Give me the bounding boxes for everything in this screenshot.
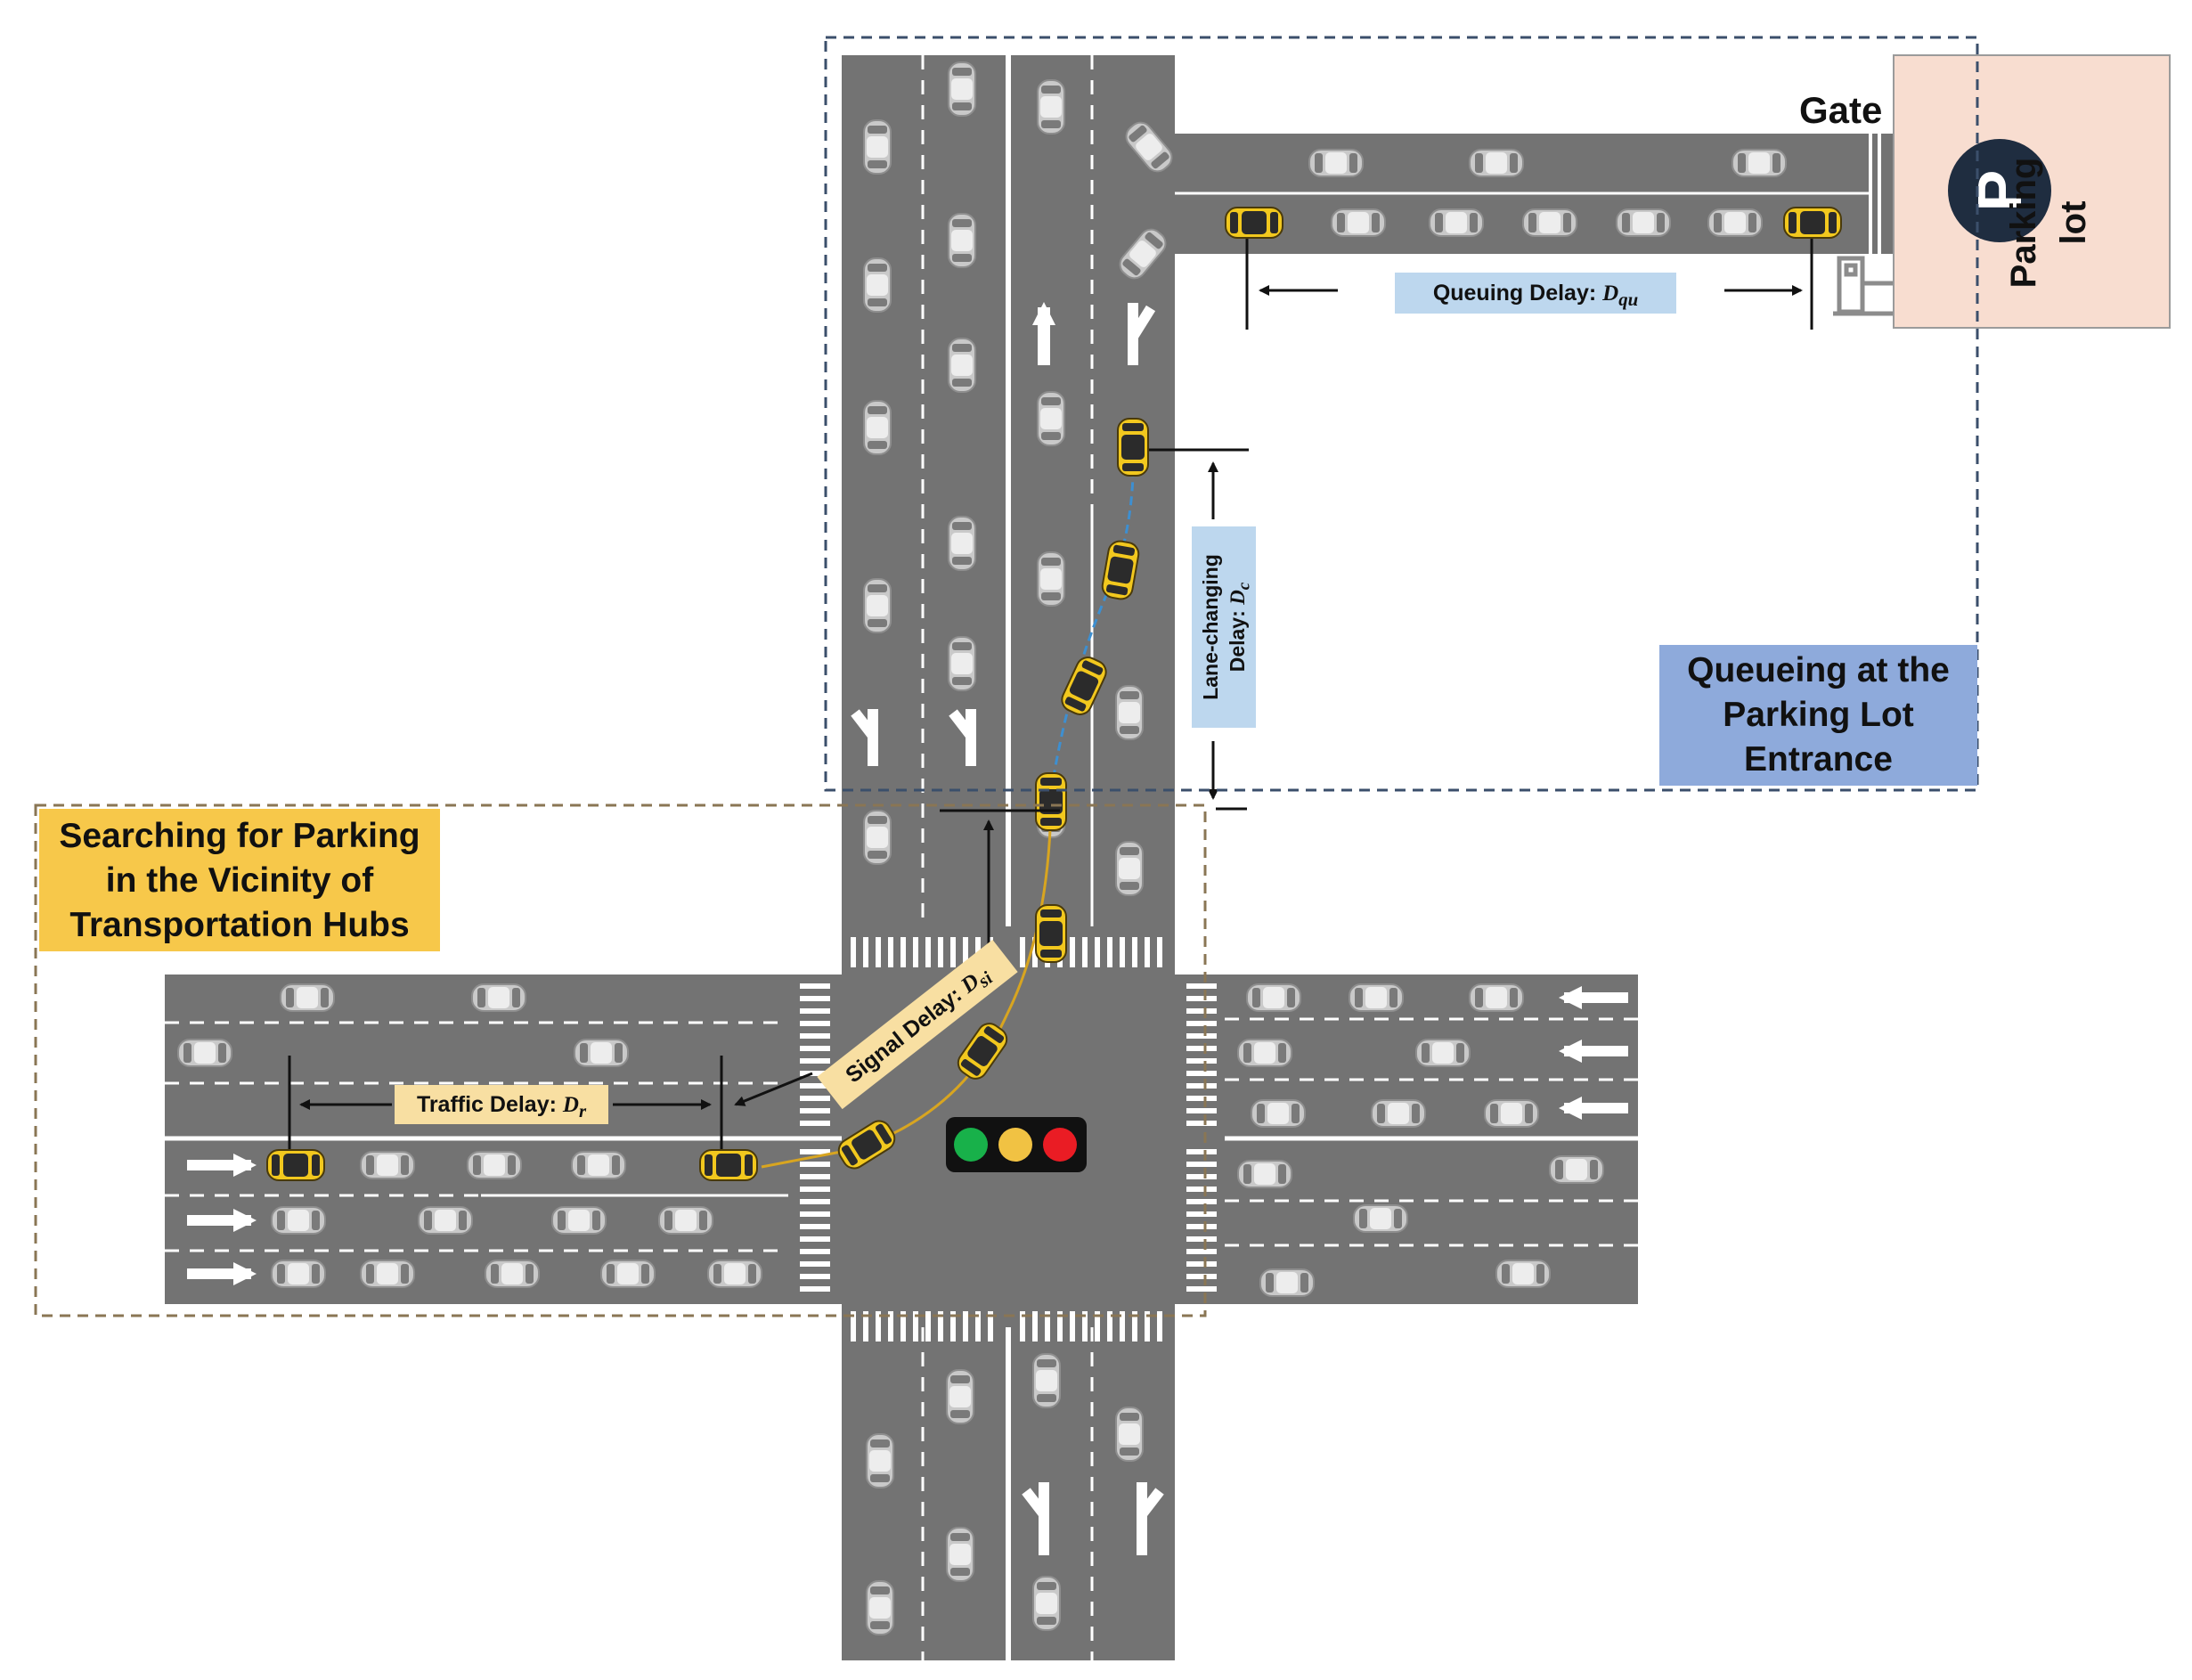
parking-lot-label: Parking lot bbox=[2004, 157, 2093, 289]
car bbox=[1732, 149, 1787, 177]
car bbox=[485, 1260, 540, 1288]
car bbox=[1495, 1260, 1551, 1288]
car bbox=[946, 1369, 974, 1424]
taxi bbox=[1035, 772, 1067, 831]
lane-changing-delay-label: Lane-changing Delay: Dc bbox=[1192, 526, 1256, 728]
car bbox=[1707, 208, 1763, 237]
car bbox=[863, 119, 892, 175]
car bbox=[948, 61, 976, 117]
car bbox=[1037, 79, 1065, 135]
car bbox=[1251, 1099, 1306, 1128]
traffic-delay-label: Traffic Delay: Dr bbox=[395, 1085, 608, 1124]
car bbox=[948, 516, 976, 571]
car bbox=[866, 1433, 894, 1488]
car bbox=[600, 1260, 656, 1288]
car bbox=[1115, 1407, 1144, 1462]
lane-arrows bbox=[187, 302, 1628, 1555]
taxi bbox=[1035, 904, 1067, 963]
car bbox=[418, 1206, 473, 1235]
car bbox=[1353, 1204, 1408, 1233]
car bbox=[1037, 551, 1065, 607]
path-yellow bbox=[761, 792, 1053, 1169]
car bbox=[948, 338, 976, 393]
delay-dimension-lines bbox=[288, 239, 1813, 1149]
car bbox=[1259, 1268, 1315, 1297]
queueing-region-border bbox=[824, 36, 1979, 792]
car bbox=[1469, 149, 1524, 177]
queuing-delay-label: Queuing Delay: Dqu bbox=[1395, 273, 1676, 314]
car bbox=[863, 400, 892, 455]
car bbox=[1469, 983, 1524, 1012]
taxi bbox=[266, 1149, 325, 1181]
taxi bbox=[1225, 207, 1283, 239]
car bbox=[946, 1527, 974, 1582]
taxi bbox=[1117, 418, 1149, 477]
car bbox=[1484, 1099, 1539, 1128]
car bbox=[1237, 1160, 1292, 1188]
gate-label: Gate bbox=[1799, 89, 1883, 131]
car bbox=[948, 213, 976, 268]
car bbox=[1032, 1576, 1061, 1631]
car bbox=[1522, 208, 1577, 237]
car bbox=[707, 1260, 762, 1288]
car bbox=[571, 1151, 626, 1179]
traffic-light-red bbox=[1043, 1128, 1077, 1162]
car bbox=[360, 1260, 415, 1288]
traffic-light bbox=[946, 1117, 1087, 1172]
car bbox=[948, 636, 976, 691]
car bbox=[360, 1151, 415, 1179]
taxi bbox=[699, 1149, 758, 1181]
car bbox=[1032, 1353, 1061, 1408]
traffic-light-yellow bbox=[998, 1128, 1032, 1162]
car bbox=[1549, 1155, 1604, 1184]
car bbox=[271, 1206, 326, 1235]
queueing-region-label: Queueing at the Parking Lot Entrance bbox=[1659, 645, 1977, 786]
car bbox=[1331, 208, 1386, 237]
car bbox=[551, 1206, 607, 1235]
car bbox=[271, 1260, 326, 1288]
car bbox=[1616, 208, 1671, 237]
parking-sign bbox=[1948, 139, 2051, 242]
car bbox=[467, 1151, 522, 1179]
car bbox=[863, 578, 892, 633]
car bbox=[574, 1039, 629, 1067]
searching-region-label: Searching for Parking in the Vicinity of… bbox=[39, 809, 440, 951]
traffic-light-green bbox=[954, 1128, 988, 1162]
car bbox=[1308, 149, 1364, 177]
car bbox=[1115, 841, 1144, 896]
car bbox=[1237, 1039, 1292, 1067]
parking-lot: P bbox=[1833, 54, 2171, 329]
car bbox=[1371, 1099, 1426, 1128]
car bbox=[1246, 983, 1301, 1012]
car bbox=[1037, 391, 1065, 446]
car bbox=[177, 1039, 232, 1067]
car bbox=[863, 810, 892, 865]
car bbox=[1429, 208, 1484, 237]
car bbox=[1115, 685, 1144, 740]
taxi bbox=[1783, 207, 1842, 239]
car bbox=[1349, 983, 1404, 1012]
car bbox=[471, 983, 526, 1012]
car bbox=[866, 1580, 894, 1635]
car bbox=[863, 257, 892, 313]
car bbox=[658, 1206, 713, 1235]
gate-booth-icon bbox=[1833, 256, 1893, 316]
searching-region-border bbox=[34, 803, 1207, 1317]
car bbox=[1415, 1039, 1471, 1067]
car bbox=[280, 983, 335, 1012]
lane-markings bbox=[165, 55, 1881, 1660]
